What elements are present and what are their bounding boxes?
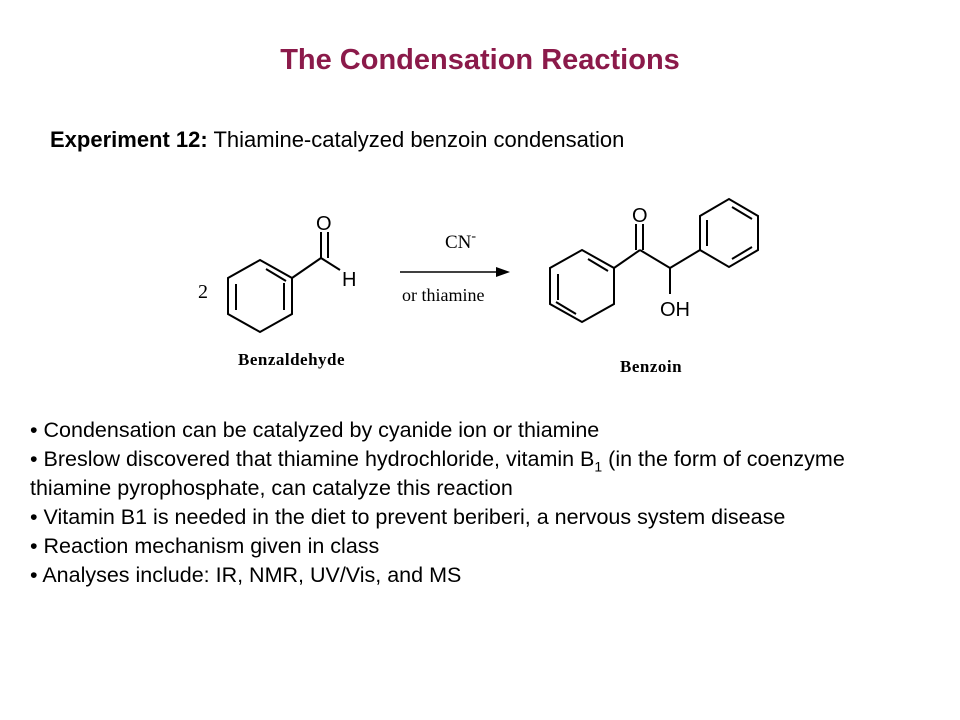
reaction-scheme: 2 O H Benzaldehyde CN- or thiamine (198, 197, 759, 376)
benzaldehyde-hydrogen: H (342, 269, 356, 291)
catalyst-cyanide: CN- (445, 229, 476, 253)
reactant-coefficient: 2 (198, 281, 208, 303)
benzoin-hydroxyl: OH (660, 299, 690, 321)
reactant-name: Benzaldehyde (238, 350, 345, 369)
benzaldehyde-oxygen: O (316, 213, 332, 235)
bullet-item: • Vitamin B1 is needed in the diet to pr… (30, 505, 786, 529)
product-name: Benzoin (620, 357, 682, 376)
bullet-item: • Analyses include: IR, NMR, UV/Vis, and… (30, 563, 462, 587)
benzoin-structure (549, 197, 759, 324)
bullet-item: • Condensation can be catalyzed by cyani… (30, 418, 600, 442)
benzaldehyde-structure (227, 232, 341, 334)
experiment-label: Experiment 12: (50, 127, 208, 152)
benzoin-oxygen: O (632, 205, 648, 227)
experiment-text: Thiamine-catalyzed benzoin condensation (213, 127, 625, 152)
catalyst-thiamine: or thiamine (402, 285, 484, 305)
reaction-arrow (400, 267, 510, 277)
bullet-item: • Breslow discovered that thiamine hydro… (30, 447, 845, 500)
slide-title: The Condensation Reactions (280, 44, 680, 76)
bullet-item: • Reaction mechanism given in class (30, 534, 380, 558)
experiment-heading: Experiment 12: Thiamine-catalyzed benzoi… (50, 127, 624, 153)
bullet-list: • Condensation can be catalyzed by cyani… (30, 416, 910, 590)
